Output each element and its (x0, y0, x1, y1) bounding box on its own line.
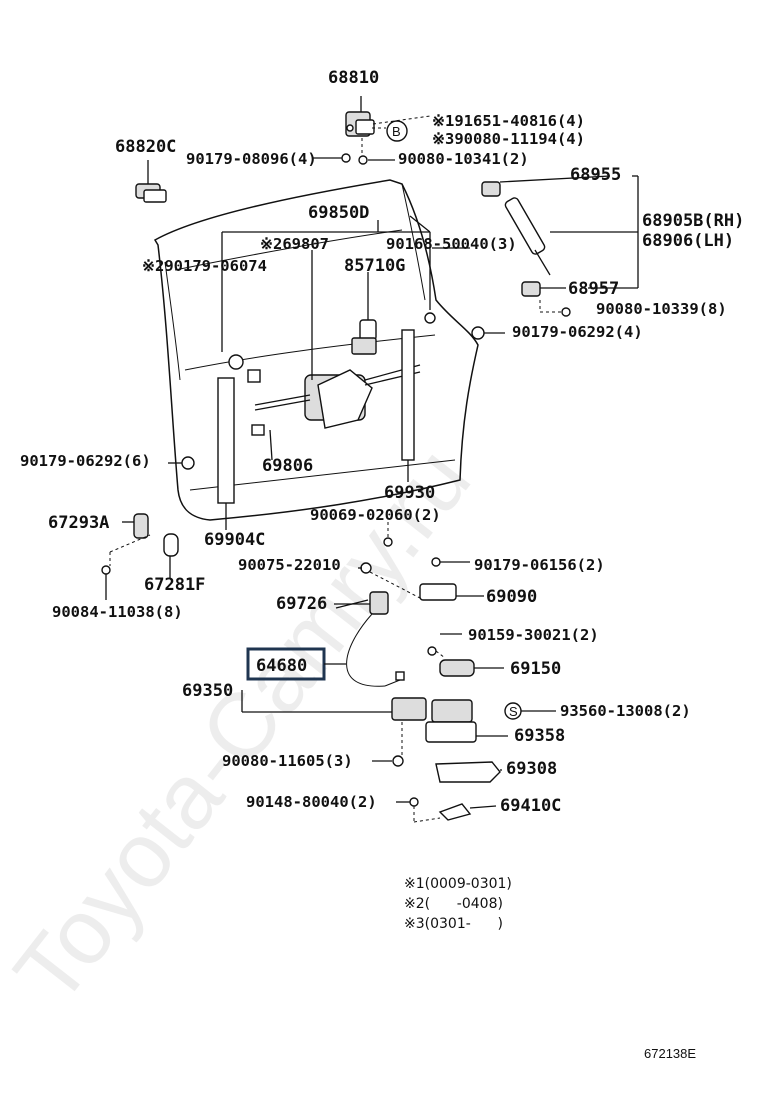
clip-90179-06292-4 (471, 326, 485, 340)
label-69358: 69358 (514, 726, 565, 746)
label-69904c: 69904C (204, 530, 265, 550)
label-90080-10341: 90080-10341(2) (398, 150, 529, 168)
label-68905b: 68905B(RH) (642, 211, 744, 231)
svg-text:B: B (392, 124, 401, 139)
label-68906: 68906(LH) (642, 231, 734, 251)
label-90084-11038: 90084-11038(8) (52, 603, 183, 621)
lock-assembly (241, 522, 484, 767)
label-90179-06292-6: 90179-06292(6) (20, 452, 151, 470)
cushion-parts (101, 513, 179, 600)
part-69410c (396, 797, 497, 823)
label-90168-50040: 90168-50040(3) (386, 235, 517, 253)
label-85710g: 85710G (344, 256, 405, 276)
label-390080-11194: ※390080-11194(4) (432, 130, 585, 148)
note-2: ※2( -0408) (404, 896, 503, 912)
label-90179-06292-4: 90179-06292(4) (512, 323, 643, 341)
label-69090: 69090 (486, 587, 537, 607)
label-90148-80040: 90148-80040(2) (246, 793, 377, 811)
label-69806: 69806 (262, 456, 313, 476)
label-69850d: 69850D (308, 203, 369, 223)
label-68820c: 68820C (115, 137, 176, 157)
hinge-68820c (135, 160, 167, 203)
misc-leaders (312, 157, 470, 609)
label-67281f: 67281F (144, 575, 205, 595)
label-69930: 69930 (384, 483, 435, 503)
channel-69930 (401, 329, 415, 482)
channel-69904c (217, 377, 235, 530)
label-269807: ※269807 (260, 235, 329, 253)
svg-text:S: S (509, 704, 518, 719)
label-69410c: 69410C (500, 796, 561, 816)
leader-69850d (221, 215, 436, 370)
part-69308 (435, 761, 502, 783)
regulator-assembly (247, 250, 421, 461)
label-69150: 69150 (510, 659, 561, 679)
label-90075-22010: 90075-22010 (238, 556, 341, 574)
label-90179-08096: 90179-08096(4) (186, 150, 317, 168)
label-90179-06156: 90179-06156(2) (474, 556, 605, 574)
label-68810: 68810 (328, 68, 379, 88)
note-3: ※3(0301- ) (404, 916, 503, 932)
label-68955: 68955 (570, 165, 621, 185)
handle-69150 (427, 633, 504, 677)
label-90069-02060: 90069-02060(2) (310, 506, 441, 524)
part-69358: S (425, 699, 556, 743)
b-marker: B (386, 120, 408, 142)
label-69726: 69726 (276, 594, 327, 614)
hinge-68810 (341, 96, 431, 165)
label-67293a: 67293A (48, 513, 109, 533)
label-64680[interactable]: 64680 (256, 656, 307, 676)
gas-stay (481, 175, 639, 317)
note-1: ※1(0009-0301) (404, 876, 512, 892)
label-93560-13008: 93560-13008(2) (560, 702, 691, 720)
label-90080-10339: 90080-10339(8) (596, 300, 727, 318)
drawing-code: 672138E (644, 1046, 696, 1061)
label-90159-30021: 90159-30021(2) (468, 626, 599, 644)
label-69350: 69350 (182, 681, 233, 701)
motor-85710g (351, 272, 377, 355)
label-290179-06074: ※290179-06074 (142, 257, 267, 275)
label-69308: 69308 (506, 759, 557, 779)
label-68957: 68957 (568, 279, 619, 299)
label-191651-40816: ※191651-40816(4) (432, 112, 585, 130)
label-90080-11605: 90080-11605(3) (222, 752, 353, 770)
clip-90179-06292-6 (181, 456, 195, 470)
